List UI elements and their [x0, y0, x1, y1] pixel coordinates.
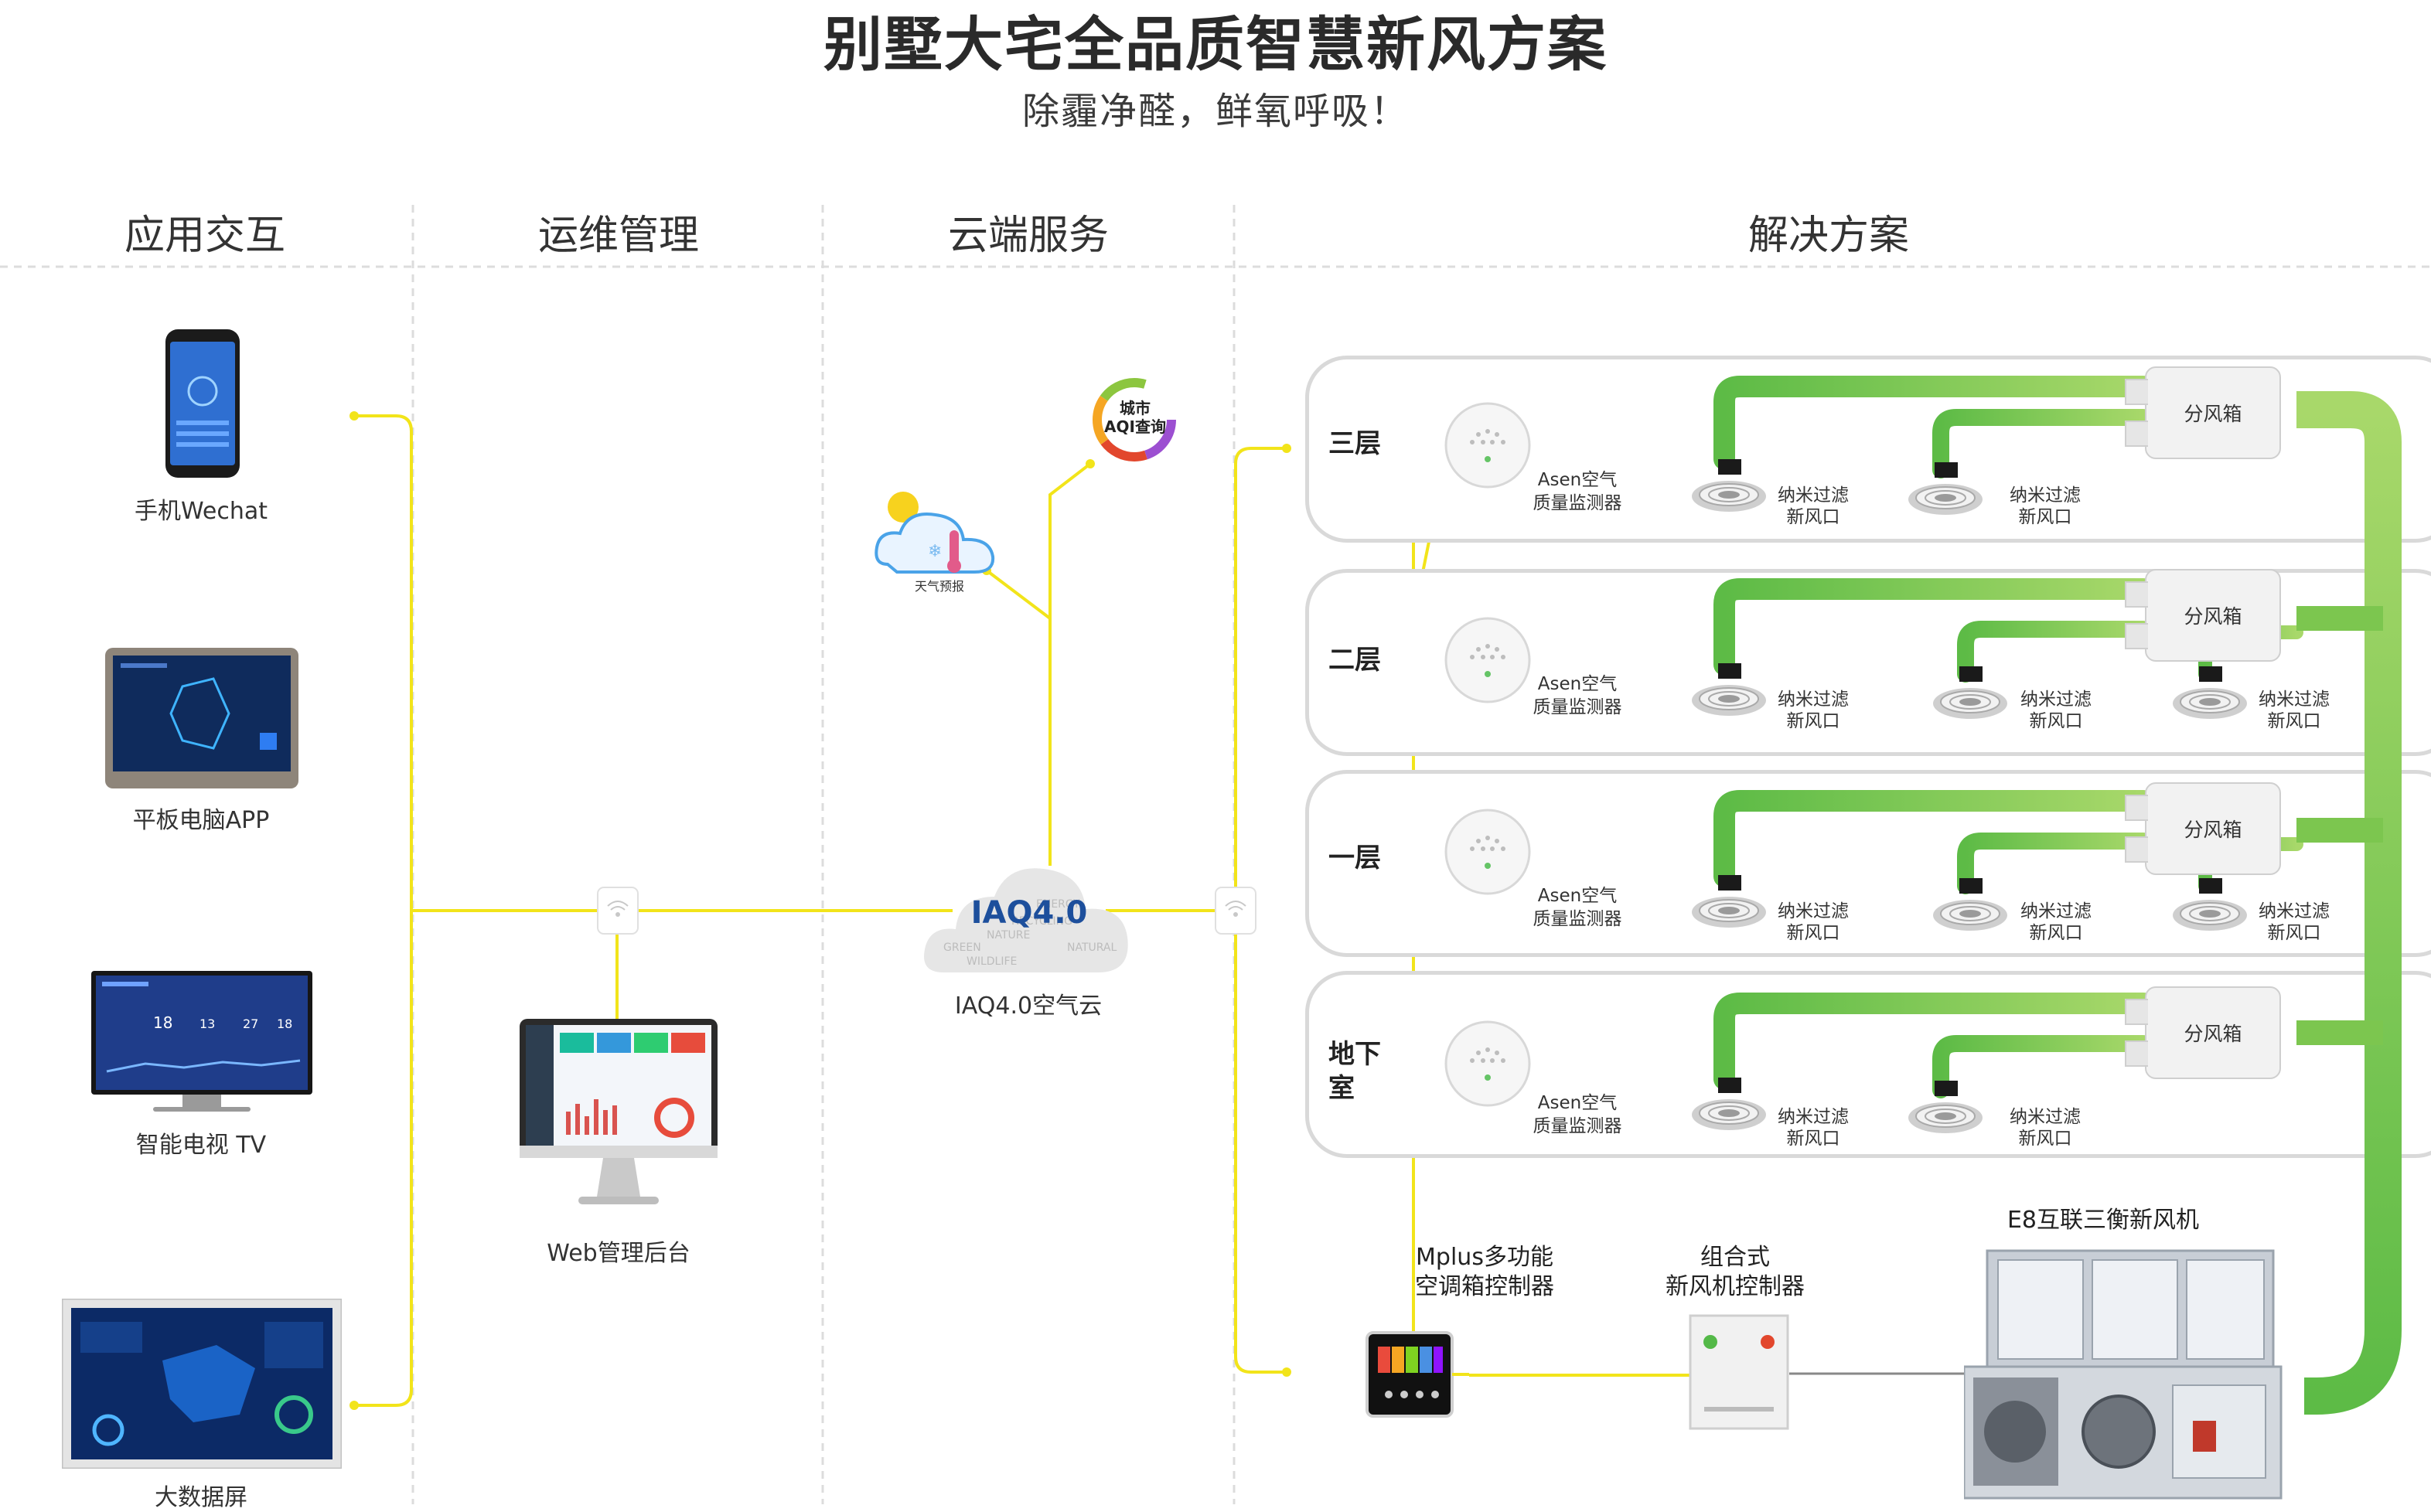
- svg-text:18: 18: [277, 1017, 292, 1031]
- air-sensor-icon: [1444, 1020, 1531, 1107]
- app-label-phone: 手机Wechat: [134, 498, 268, 525]
- vent-icon: [1690, 1078, 1768, 1132]
- aqi-label-line2: AQI查询: [1104, 417, 1166, 436]
- sensor-label-1a: Asen空气: [1537, 886, 1618, 906]
- sensor-label-ba: Asen空气: [1537, 1093, 1618, 1113]
- vent-label: 新风口: [2018, 1129, 2072, 1149]
- phone-icon: [165, 329, 240, 478]
- app-label-tv: 智能电视 TV: [135, 1132, 267, 1159]
- vent-icon: [1907, 462, 1984, 516]
- weather-icon: ❄: [875, 492, 995, 574]
- vent-label: 纳米过滤: [2020, 901, 2092, 921]
- vent-label: 纳米过滤: [1778, 690, 1849, 710]
- wifi-badge-icon: [1215, 887, 1256, 935]
- sensor-label-3b: 质量监测器: [1533, 493, 1622, 513]
- imac-icon: [520, 1019, 718, 1204]
- column-head-apps: 应用交互: [124, 213, 285, 259]
- vent-label: 纳米过滤: [2259, 690, 2330, 710]
- floor-label-1: 一层: [1328, 843, 1381, 873]
- controller-label-2: 空调箱控制器: [1415, 1273, 1554, 1300]
- svg-text:27: 27: [243, 1017, 258, 1031]
- app-label-tablet: 平板电脑APP: [132, 807, 270, 834]
- air-sensor-icon: [1444, 809, 1531, 895]
- floor-label-3: 三层: [1328, 428, 1381, 459]
- controller-panel-icon: [1366, 1331, 1469, 1418]
- tv-icon: 18 13 27 18: [91, 971, 312, 1112]
- sensor-label-bb: 质量监测器: [1533, 1116, 1622, 1136]
- vent-label: 新风口: [2267, 923, 2321, 943]
- vent-label: 纳米过滤: [1778, 1107, 1849, 1127]
- vent-icon: [1907, 1081, 1984, 1135]
- fresh-air-unit-label: E8互联三衡新风机: [2007, 1207, 2200, 1234]
- page-title: 别墅大宅全品质智慧新风方案: [823, 10, 1608, 79]
- vent-label: 纳米过滤: [2259, 901, 2330, 921]
- sensor-label-2b: 质量监测器: [1533, 697, 1622, 717]
- vent-label: 纳米过滤: [2010, 1107, 2081, 1127]
- floor-label-basement-1: 地下: [1328, 1039, 1381, 1070]
- vent-icon: [1690, 459, 1768, 513]
- vent-icon: [2171, 666, 2249, 720]
- column-head-solution: 解决方案: [1747, 213, 1909, 259]
- vent-label: 纳米过滤: [2010, 485, 2081, 506]
- distribution-box-1: 分风箱: [2125, 782, 2281, 875]
- svg-text:WILDLIFE: WILDLIFE: [967, 955, 1017, 968]
- tablet-icon: [105, 648, 298, 788]
- combo-controller-label-2: 新风机控制器: [1666, 1273, 1805, 1300]
- sensor-label-1b: 质量监测器: [1533, 909, 1622, 929]
- vent-label: 纳米过滤: [1778, 485, 1849, 506]
- distribution-box-basement: 分风箱: [2125, 986, 2281, 1079]
- combo-controller-label-1: 组合式: [1700, 1244, 1770, 1271]
- svg-text:❄: ❄: [928, 542, 942, 561]
- vent-label: 新风口: [1786, 507, 1840, 527]
- floor-label-basement-2: 室: [1328, 1073, 1355, 1104]
- weather-label: 天气预报: [914, 579, 964, 594]
- svg-text:RECYCLING: RECYCLING: [1011, 915, 1072, 928]
- cloud-label: IAQ4.0空气云: [954, 993, 1103, 1020]
- vent-label: 新风口: [1786, 1129, 1840, 1149]
- sensor-label-2a: Asen空气: [1537, 674, 1618, 694]
- vent-icon: [1932, 878, 2009, 932]
- wifi-badge-icon: [597, 887, 639, 935]
- combo-controller-icon: [1689, 1314, 1789, 1430]
- svg-text:18: 18: [153, 1013, 172, 1032]
- floor-label-2: 二层: [1328, 645, 1381, 676]
- vent-icon: [1690, 875, 1768, 929]
- svg-text:GREEN: GREEN: [943, 942, 981, 954]
- vent-icon: [2171, 878, 2249, 932]
- svg-text:13: 13: [199, 1017, 215, 1031]
- distribution-box-3: 分风箱: [2125, 366, 2281, 459]
- vent-label: 新风口: [2267, 711, 2321, 731]
- vent-label: 新风口: [1786, 711, 1840, 731]
- vent-label: 纳米过滤: [1778, 901, 1849, 921]
- svg-text:NATURAL: NATURAL: [1067, 942, 1117, 954]
- aqi-icon: [1093, 378, 1176, 461]
- column-head-ops: 运维管理: [537, 213, 699, 259]
- ops-label: Web管理后台: [547, 1240, 690, 1267]
- distribution-box-2: 分风箱: [2125, 569, 2281, 662]
- vent-label: 新风口: [2018, 507, 2072, 527]
- cloud-logo: IAQ4.0: [970, 895, 1088, 931]
- fresh-air-unit-icon: [1964, 1249, 2283, 1500]
- vent-label: 新风口: [2029, 711, 2083, 731]
- svg-text:ENERGY: ENERGY: [1036, 898, 1080, 911]
- sensor-label-3a: Asen空气: [1537, 470, 1618, 490]
- svg-text:NATURE: NATURE: [987, 929, 1030, 942]
- aqi-label-line1: 城市: [1120, 399, 1151, 417]
- controller-link-line: [1469, 1374, 1693, 1377]
- vent-label: 新风口: [1786, 923, 1840, 943]
- unit-link-line: [1789, 1372, 1967, 1375]
- vent-label: 新风口: [2029, 923, 2083, 943]
- air-sensor-icon: [1444, 617, 1531, 703]
- cloud-icon: GREEN ENERGY RECYCLING WILDLIFE NATURAL NATU…: [924, 868, 1128, 972]
- column-head-cloud: 云端服务: [947, 213, 1109, 259]
- air-sensor-icon: [1444, 402, 1531, 489]
- vent-label: 纳米过滤: [2020, 690, 2092, 710]
- controller-label-1: Mplus多功能: [1416, 1244, 1553, 1271]
- big-screen-icon: [62, 1299, 342, 1469]
- vent-icon: [1690, 663, 1768, 717]
- vent-icon: [1932, 666, 2009, 720]
- page-subtitle: 除霾净醛，鲜氧呼吸！: [1021, 90, 1409, 133]
